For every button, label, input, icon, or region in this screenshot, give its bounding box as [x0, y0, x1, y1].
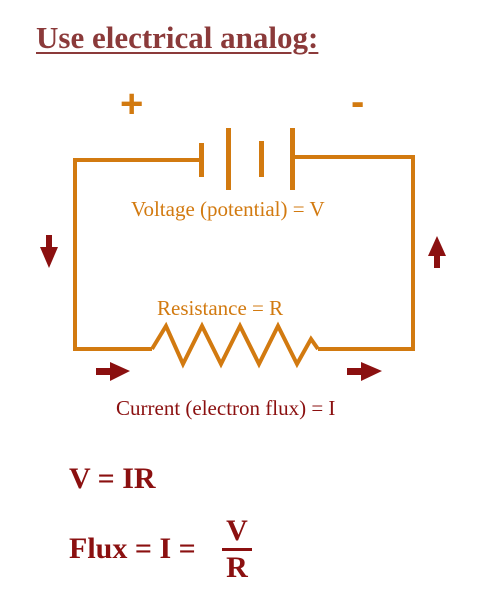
fraction-numerator: V [226, 514, 248, 547]
voltage-label: Voltage (potential) = V [131, 197, 325, 221]
battery [199, 128, 295, 190]
flux-equation-prefix: Flux = I = [69, 532, 196, 565]
resistor-zigzag [150, 321, 320, 369]
arrow-right-icon-right [347, 362, 382, 381]
negative-terminal-sign: - [351, 80, 365, 124]
battery-plate-2 [226, 128, 231, 190]
battery-plate-4 [290, 128, 295, 190]
ohms-law-equation: V = IR [69, 462, 156, 495]
arrow-down-icon [40, 235, 58, 268]
resistance-label: Resistance = R [157, 296, 284, 320]
battery-plate-1 [199, 143, 204, 177]
battery-plate-3 [259, 141, 264, 177]
current-label: Current (electron flux) = I [116, 396, 336, 420]
positive-terminal-sign: + [120, 82, 144, 126]
fraction-denominator: R [226, 551, 248, 584]
flux-fraction: V R [222, 516, 252, 583]
page-title: Use electrical analog: [36, 20, 319, 55]
arrow-right-icon-left [96, 362, 130, 381]
wire-right [292, 155, 415, 351]
wire-left [73, 158, 201, 351]
arrow-up-icon [428, 236, 446, 268]
fraction-bar [222, 548, 252, 551]
